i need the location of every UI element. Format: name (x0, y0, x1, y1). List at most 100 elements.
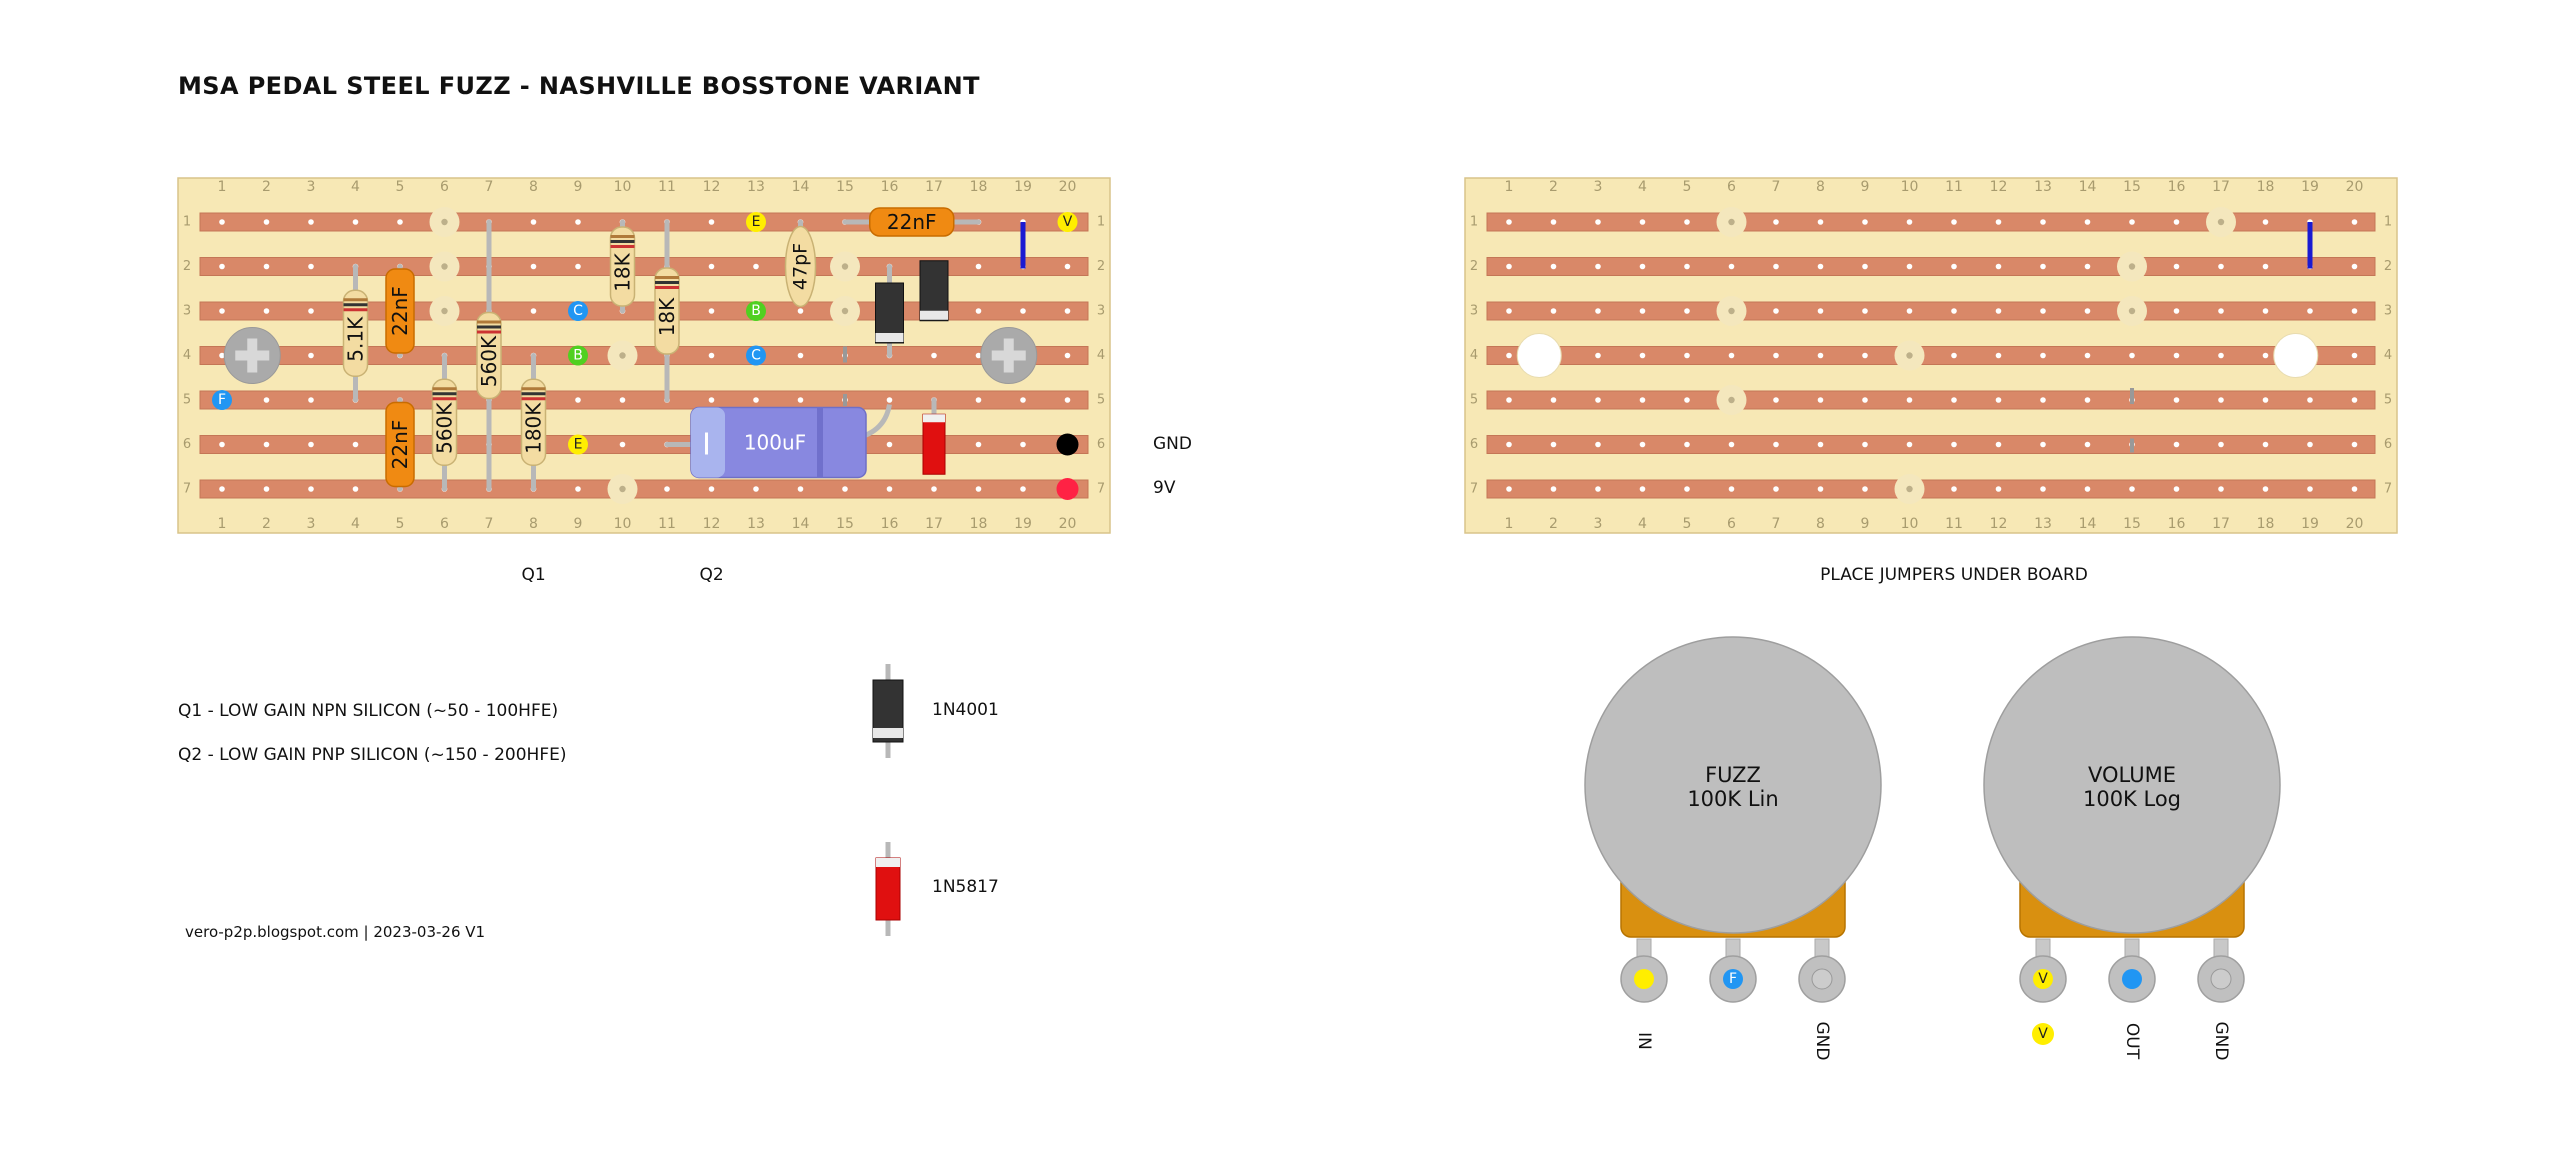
hole (2351, 219, 2358, 225)
column-number: 15 (836, 516, 854, 532)
hole (842, 486, 848, 492)
column-number: 4 (1638, 179, 1647, 195)
electrolytic-ring (817, 407, 823, 478)
resistor-body (654, 267, 680, 355)
hole (1773, 486, 1779, 492)
hole (664, 486, 670, 492)
column-number: 12 (703, 516, 721, 532)
hole (308, 352, 314, 359)
hole (1595, 263, 1601, 270)
row-number: 3 (1097, 304, 1105, 319)
copper-strip (1486, 212, 2376, 232)
resistor-body (431, 378, 458, 466)
hole (1550, 486, 1557, 492)
hole (1817, 219, 1824, 225)
column-number: 9 (574, 179, 583, 195)
ceramic-cap-body (784, 225, 817, 308)
column-number: 14 (792, 179, 810, 195)
hole (1684, 441, 1690, 448)
column-number: 14 (2079, 516, 2097, 532)
hole (797, 486, 804, 492)
diode-band (920, 310, 948, 320)
hole (530, 219, 537, 225)
pot-lug-badge: V (2038, 971, 2048, 987)
column-number: 2 (1549, 516, 1558, 532)
hole (619, 397, 626, 403)
hole (2262, 308, 2269, 314)
hole (1995, 352, 2002, 359)
hole (1684, 219, 1690, 225)
row-number: 4 (1470, 348, 1478, 363)
resistor-label: 5.1K (344, 316, 368, 362)
connection-pad-label: F (218, 392, 226, 408)
hole (2351, 397, 2358, 403)
hole (2262, 219, 2269, 225)
track-cut-hole (1906, 352, 1913, 359)
column-number: 5 (396, 516, 405, 532)
column-number: 13 (2034, 179, 2052, 195)
column-number: 10 (614, 516, 632, 532)
hole (1951, 441, 1957, 448)
column-number: 3 (1594, 179, 1603, 195)
column-number: 18 (970, 179, 988, 195)
row-number: 4 (2384, 348, 2392, 363)
column-number: 13 (2034, 516, 2052, 532)
hole (975, 263, 982, 270)
column-number: 2 (262, 516, 271, 532)
screw-slot (1003, 338, 1014, 373)
hole (975, 397, 982, 403)
hole (2084, 219, 2091, 225)
track-cut-hole (2128, 307, 2136, 315)
gnd-label: GND (1153, 433, 1192, 454)
hole (2262, 397, 2269, 403)
column-number: 19 (1014, 179, 1032, 195)
hole (2262, 263, 2269, 270)
hole (575, 263, 581, 270)
hole (1064, 397, 1071, 403)
hole (1550, 397, 1557, 403)
hole (1064, 308, 1071, 314)
copper-strip (199, 301, 1089, 321)
hole (575, 397, 581, 403)
connection-pad-label: C (573, 303, 583, 319)
hole (753, 486, 759, 492)
copper-strip (199, 257, 1089, 276)
copper-strip (1486, 390, 2376, 410)
hole (886, 441, 893, 448)
pot-lug-label: IN (1634, 1032, 1654, 1050)
resistor-band (655, 281, 679, 284)
hole (1773, 441, 1779, 448)
hole (1773, 352, 1779, 359)
hole (1506, 219, 1512, 225)
hole (1064, 352, 1071, 359)
pot-value: 100K Lin (1687, 787, 1778, 811)
hole (1020, 308, 1026, 314)
connection-pad-label: V (1063, 214, 1073, 230)
row-number: 7 (1470, 482, 1478, 497)
column-number: 7 (1772, 516, 1781, 532)
hole (2262, 486, 2269, 492)
column-number: 16 (881, 179, 899, 195)
column-number: 17 (925, 179, 943, 195)
column-number: 20 (1059, 516, 1077, 532)
connection-pad (212, 390, 232, 410)
column-number: 11 (658, 516, 676, 532)
track-cut-hole (841, 263, 849, 270)
column-number: 6 (1727, 179, 1736, 195)
column-number: 16 (881, 516, 899, 532)
hole (1995, 308, 2002, 314)
hole (575, 486, 581, 492)
pot-name: VOLUME (2088, 763, 2176, 787)
column-number: 4 (1638, 516, 1647, 532)
hole (931, 352, 937, 359)
column-number: 3 (1594, 516, 1603, 532)
track-cut-hole (441, 263, 448, 270)
hole (2040, 441, 2046, 448)
column-number: 3 (307, 516, 316, 532)
hole (1817, 352, 1824, 359)
hole (708, 263, 715, 270)
hole (1995, 219, 2002, 225)
hole (1639, 308, 1646, 314)
hole (308, 441, 314, 448)
column-number: 10 (1901, 179, 1919, 195)
